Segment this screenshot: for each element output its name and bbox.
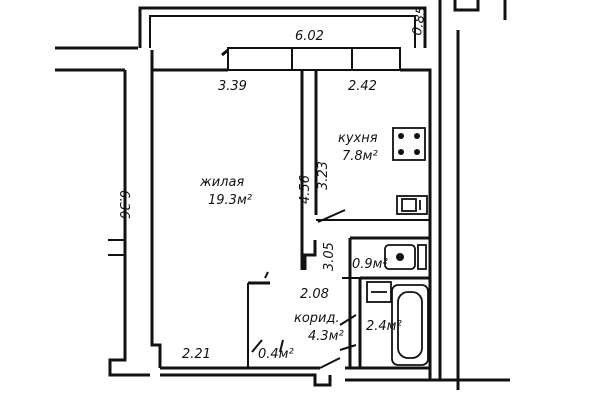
dim-balcony-depth: 0.85 [410,6,430,37]
washbasin-icon [366,281,392,303]
left-exterior-wall [55,46,162,377]
window-pier [291,47,353,71]
dim-living-width: 3.39 [218,79,247,94]
dim-balcony-length: 6.02 [295,29,324,44]
dim-kitchen-width: 2.42 [348,79,377,94]
bathtub-icon [391,284,429,366]
interior-partitions [247,70,430,368]
kitchen-window [351,47,401,71]
room-corridor-area: 4.3м² [308,329,344,344]
room-living-area: 19.3м² [208,193,252,208]
bottom-wall [160,357,510,387]
stove-icon [392,127,426,161]
living-window [227,47,293,71]
sink-icon [396,195,428,215]
balcony [138,6,427,48]
dim-entry-width: 2.21 [182,347,211,362]
dim-living-length: 6.36 [116,190,131,219]
dim-partition-length: 4.56 [298,175,313,204]
dim-kitchen-length: 3.23 [316,161,331,190]
window-wall [152,47,432,380]
dim-corridor-length: 3.05 [322,242,337,271]
room-wc-area: 0.9м² [352,257,388,272]
dim-corridor-width: 2.08 [300,287,329,302]
room-closet-area: 0.4м² [258,347,294,362]
room-corridor-label: корид. [294,311,340,326]
room-living-label: жилая [199,175,244,190]
toilet-icon [384,244,427,270]
outer-wall-top-right [438,0,507,390]
room-kitchen-area: 7.8м² [342,149,378,164]
room-bath-area: 2.4м² [366,319,402,334]
room-kitchen-label: кухня [338,131,378,146]
